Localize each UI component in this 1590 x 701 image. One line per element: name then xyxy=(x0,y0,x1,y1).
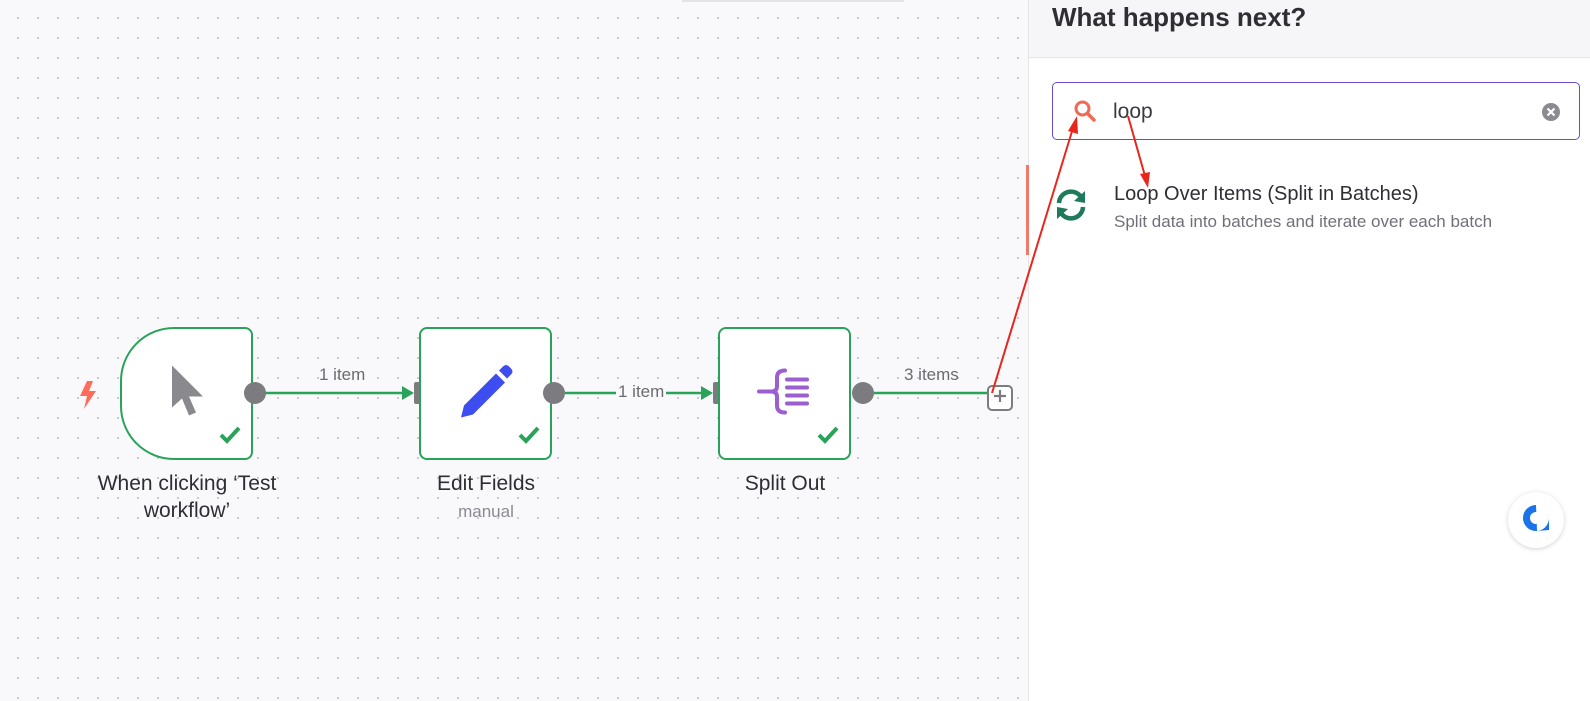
pencil-icon xyxy=(456,361,516,426)
node-output-port[interactable] xyxy=(852,382,874,404)
edge-label: 1 item xyxy=(616,382,667,402)
clear-icon[interactable] xyxy=(1541,102,1561,127)
search-icon xyxy=(1073,99,1097,128)
result-description: Split data into batches and iterate over… xyxy=(1114,212,1493,231)
result-title: Loop Over Items (Split in Batches) xyxy=(1114,183,1419,205)
node-title: When clicking ‘Test workflow’ xyxy=(97,472,277,522)
node-manual-trigger[interactable] xyxy=(120,327,253,460)
node-title: Split Out xyxy=(744,472,826,495)
edge-arrow-2 xyxy=(701,386,713,400)
chat-button[interactable] xyxy=(1508,492,1564,548)
split-out-icon xyxy=(756,367,813,420)
add-node-button[interactable] xyxy=(987,385,1013,411)
loop-icon xyxy=(1054,188,1088,227)
panel-header: What happens next? xyxy=(1029,0,1590,58)
cursor-icon xyxy=(167,363,207,424)
result-accent-bar xyxy=(1026,165,1029,255)
node-creator-panel: What happens next? loop xyxy=(1028,0,1590,701)
checkmark-icon xyxy=(219,426,241,449)
node-output-port[interactable] xyxy=(244,382,266,404)
canvas-top-divider xyxy=(682,0,904,2)
bolt-icon xyxy=(78,381,98,414)
workflow-canvas[interactable]: When clicking ‘Test workflow’ Edit Field… xyxy=(0,0,1028,701)
search-value[interactable]: loop xyxy=(1113,100,1153,123)
checkmark-icon xyxy=(817,426,839,449)
result-item-loop-over-items[interactable]: Loop Over Items (Split in Batches) Split… xyxy=(1030,172,1590,242)
checkmark-icon xyxy=(518,426,540,449)
node-edit-fields[interactable] xyxy=(419,327,552,460)
panel-title: What happens next? xyxy=(1052,2,1307,32)
search-input[interactable]: loop xyxy=(1052,82,1580,140)
edge-arrow-1 xyxy=(402,386,414,400)
node-title: Edit Fields xyxy=(436,472,536,495)
chat-icon xyxy=(1521,503,1551,538)
node-split-out[interactable] xyxy=(718,327,851,460)
edge-label: 1 item xyxy=(319,365,366,384)
plus-icon xyxy=(993,389,1007,408)
node-output-port[interactable] xyxy=(543,382,565,404)
edge-label: 3 items xyxy=(904,365,959,384)
node-subtitle: manual xyxy=(458,502,514,521)
